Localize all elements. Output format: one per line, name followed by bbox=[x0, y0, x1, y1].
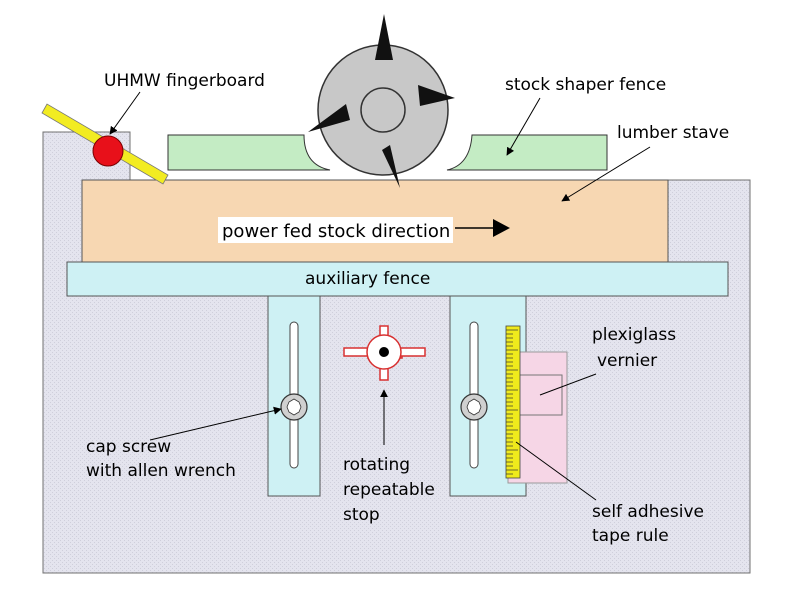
lumber-stave-leader bbox=[561, 146, 651, 202]
feed-direction-label: power fed stock direction bbox=[222, 221, 450, 242]
cap-screw-label: with allen wrench bbox=[86, 461, 236, 481]
feed-label-bg bbox=[218, 217, 453, 243]
tape-rule-label: self adhesive bbox=[592, 502, 704, 522]
auxiliary-fence-label: auxiliary fence bbox=[305, 269, 430, 289]
rotating-stop bbox=[343, 325, 426, 381]
lumber-stave-label: lumber stave bbox=[617, 123, 729, 143]
feed-direction-arrowhead bbox=[493, 219, 510, 237]
cutter-knife bbox=[308, 104, 350, 132]
shaper-fence-label: stock shaper fence bbox=[505, 75, 666, 95]
shaper-fence-left bbox=[167, 134, 331, 171]
fingerboard-leader bbox=[109, 91, 141, 135]
stop-pivot bbox=[379, 347, 389, 357]
tape-rule-label: tape rule bbox=[592, 526, 669, 546]
cutter-knife bbox=[418, 85, 455, 106]
tape-rule bbox=[505, 325, 521, 479]
stop-label: repeatable bbox=[343, 480, 435, 500]
plexiglass-leader bbox=[539, 373, 597, 396]
allen-socket-icon bbox=[466, 398, 482, 416]
cap-screw-leader bbox=[149, 406, 282, 441]
stop-arm bbox=[398, 347, 426, 357]
plexiglass-label: plexiglass bbox=[592, 325, 676, 345]
plexiglass-label: vernier bbox=[597, 351, 657, 371]
cutter-knife bbox=[375, 14, 393, 60]
fingerboard-label: UHMW fingerboard bbox=[104, 71, 265, 91]
stop-label: rotating bbox=[343, 455, 410, 475]
cap-screw-label: cap screw bbox=[86, 437, 171, 457]
fingerboard-knob bbox=[92, 135, 124, 167]
cutter-knife bbox=[382, 145, 400, 188]
stop-arm bbox=[343, 347, 371, 357]
allen-socket-icon bbox=[286, 398, 302, 416]
left-mount-bracket bbox=[267, 295, 321, 497]
cutter-head bbox=[308, 14, 455, 188]
shaper-fence-right bbox=[446, 134, 608, 171]
tape-rule-leader bbox=[515, 441, 597, 501]
auxiliary-fence bbox=[66, 261, 729, 297]
shaper-fence-leader bbox=[506, 97, 541, 156]
stop-label: stop bbox=[343, 505, 380, 525]
